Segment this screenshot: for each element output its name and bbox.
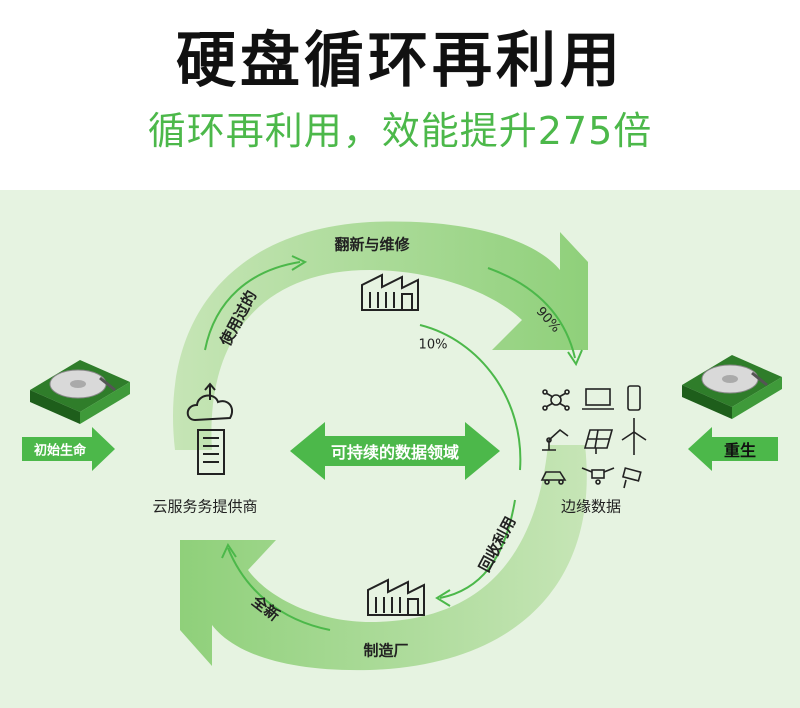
cloud-provider-label: 云服务务提供商 bbox=[152, 497, 258, 516]
rebirth-label: 重生 bbox=[723, 441, 757, 460]
rebirth-arrow bbox=[688, 427, 778, 471]
center-double-arrow bbox=[290, 422, 500, 480]
manufacturer-label: 制造厂 bbox=[363, 641, 409, 660]
wind-turbine-icon bbox=[621, 418, 647, 455]
sustainable-data-label: 可持续的数据领域 bbox=[330, 443, 460, 462]
edge-data-label: 边缘数据 bbox=[560, 497, 622, 516]
car-icon bbox=[540, 471, 567, 485]
drone-icon bbox=[581, 467, 615, 485]
upper-cycle-arrow bbox=[173, 221, 588, 450]
new-path-line bbox=[227, 547, 331, 631]
page-subtitle: 循环再利用，效能提升275倍 bbox=[147, 109, 653, 153]
ten-percent-path-line bbox=[419, 324, 522, 471]
network-icon bbox=[542, 389, 570, 411]
initial-life-label: 初始生命 bbox=[33, 443, 87, 459]
cloud-building-icon bbox=[186, 382, 234, 475]
factory-icon bbox=[361, 273, 419, 311]
used-path-line bbox=[204, 261, 301, 351]
percent-10-label: 10% bbox=[418, 337, 448, 353]
lower-cycle-arrow bbox=[180, 445, 587, 671]
solar-panel-icon bbox=[583, 429, 614, 454]
camera-icon bbox=[621, 467, 642, 489]
page-title: 硬盘循环再利用 bbox=[176, 26, 624, 96]
initial-life-arrow bbox=[22, 427, 115, 471]
robot-arm-icon bbox=[542, 428, 569, 451]
phone-icon bbox=[627, 385, 641, 411]
recycle-path-line bbox=[439, 499, 516, 599]
refurbish-label: 翻新与维修 bbox=[334, 235, 410, 254]
factory-icon bbox=[367, 578, 425, 616]
hard-drive-icon bbox=[682, 355, 782, 419]
refurbish-path-line bbox=[487, 267, 576, 359]
hard-drive-icon bbox=[30, 360, 130, 424]
laptop-icon bbox=[582, 388, 614, 410]
